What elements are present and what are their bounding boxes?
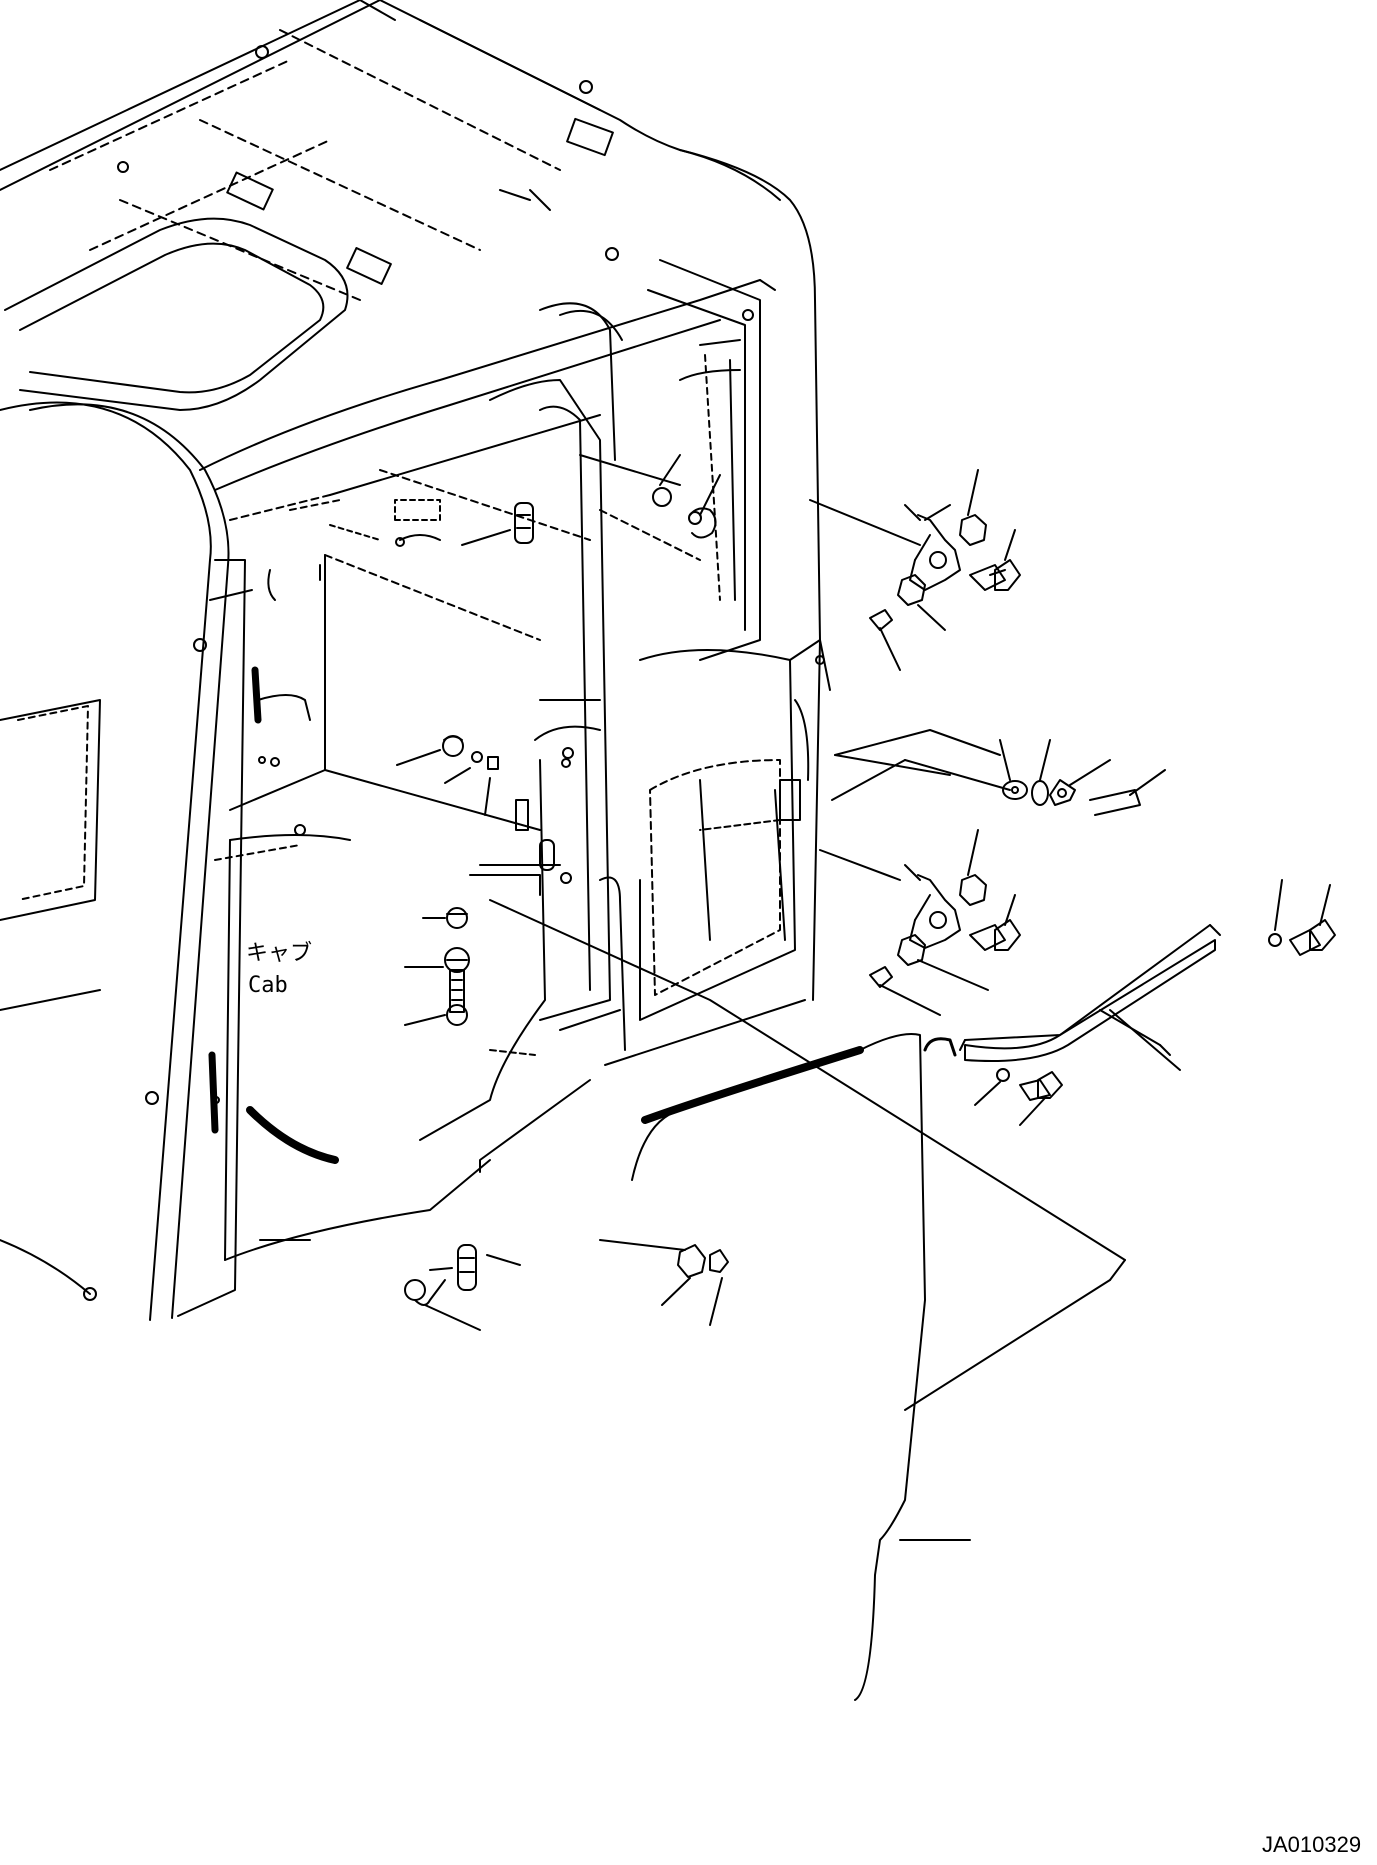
cab-top-rail — [199, 279, 761, 521]
cab-roof — [0, 0, 781, 411]
cab-interior — [214, 469, 701, 1261]
drawing-code: JA010329 — [1262, 1832, 1361, 1857]
cab-label-en: Cab — [248, 973, 288, 998]
door-rail — [959, 879, 1336, 1126]
middle-link-group — [831, 729, 1166, 816]
lower-hinge-group — [819, 829, 1021, 1016]
cab-label-ja: キャブ — [246, 941, 312, 966]
harness-left — [208, 666, 339, 1164]
center-post — [419, 379, 626, 1141]
cab-rear-corner — [604, 149, 831, 1066]
lower-clip-group — [599, 1239, 729, 1326]
cab-front-pillar — [0, 401, 253, 1321]
door-post-fittings — [396, 502, 1126, 1331]
door-harness — [631, 1033, 1126, 1701]
upper-hinge-group — [579, 454, 1021, 671]
